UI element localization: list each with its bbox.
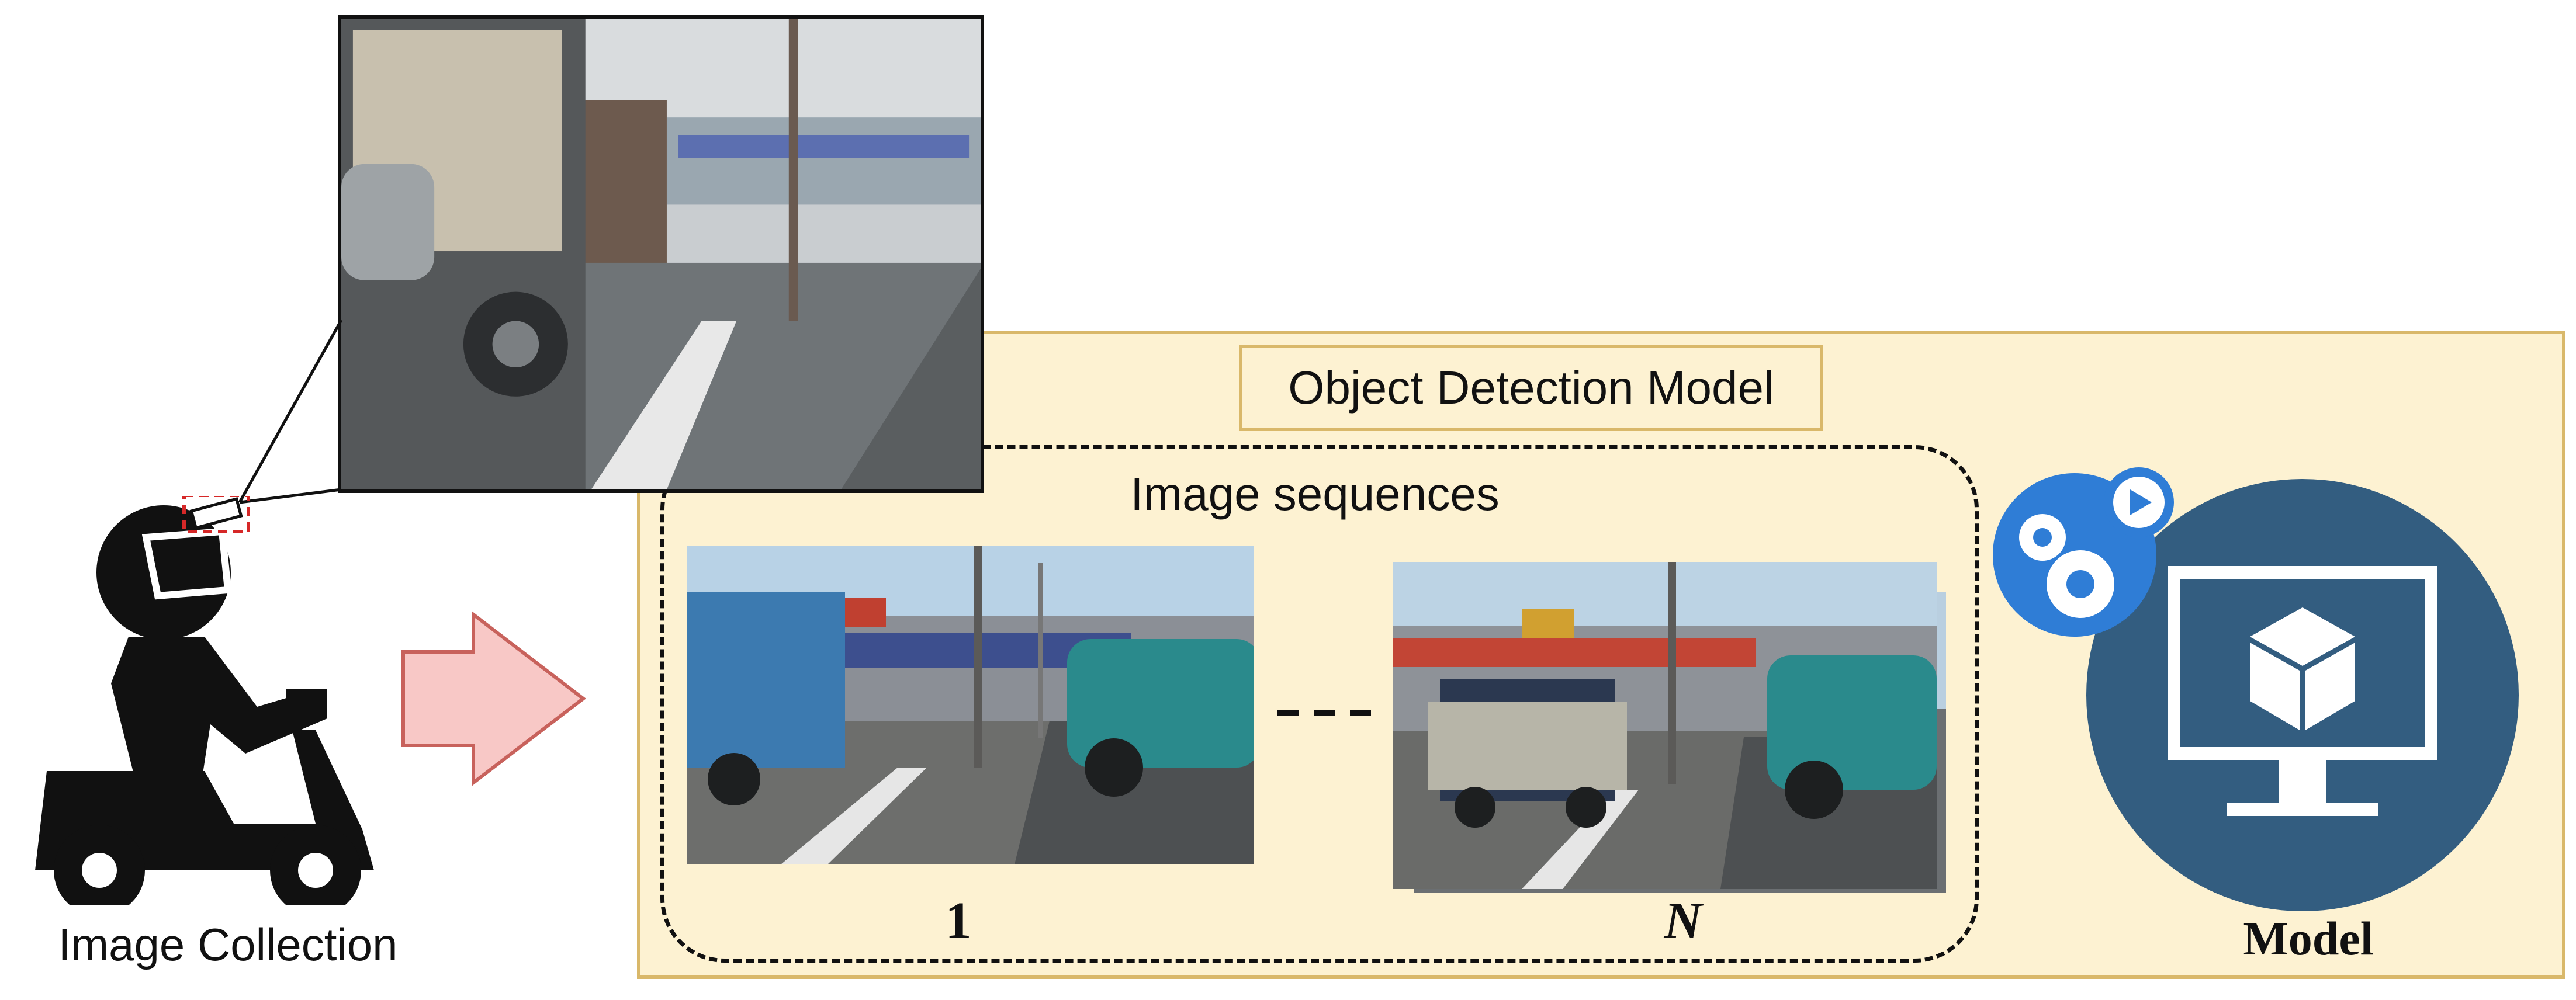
camera-icon bbox=[182, 496, 250, 533]
panel-title: Object Detection Model bbox=[1239, 345, 1823, 431]
cube-icon bbox=[2250, 607, 2355, 730]
monitor-icon bbox=[2168, 566, 2437, 816]
gear-icon bbox=[2019, 514, 2114, 618]
sequence-ellipsis-dashes bbox=[1277, 710, 1371, 716]
motorcycle-rider-icon bbox=[35, 496, 374, 905]
model-icon bbox=[1993, 467, 2519, 911]
model-label: Model bbox=[2243, 912, 2374, 965]
sequence-frame-last bbox=[1393, 562, 1937, 889]
right-arrow-icon bbox=[401, 611, 586, 786]
image-sequence-box bbox=[660, 445, 1979, 963]
sequence-last-label: N bbox=[1664, 892, 1702, 950]
sequence-title: Image sequences bbox=[1130, 468, 1500, 520]
play-icon bbox=[2130, 489, 2152, 515]
sequence-frame-first bbox=[687, 546, 1254, 864]
sequence-first-label: 1 bbox=[945, 892, 972, 950]
image-collection-label: Image Collection bbox=[58, 919, 398, 970]
inset-street-photo bbox=[338, 15, 984, 493]
